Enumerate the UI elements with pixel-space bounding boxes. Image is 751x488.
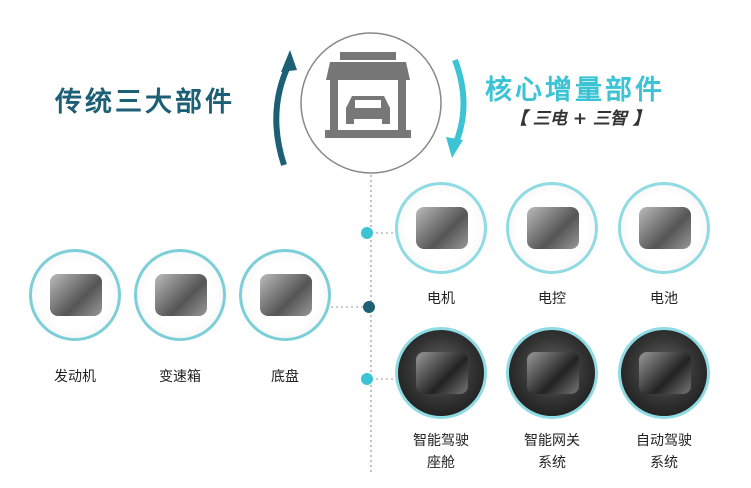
- battery-label: 电池: [650, 291, 678, 307]
- traditional-title: 传统三大部件: [55, 87, 235, 118]
- motor-label: 电机: [427, 291, 455, 307]
- autonomous-driving-image: [618, 327, 710, 419]
- smart-cockpit-label: 智能驾驶座舱: [413, 433, 469, 471]
- garage-car-icon: [325, 52, 411, 138]
- chassis-label: 底盘: [271, 369, 299, 385]
- smart-gateway-image: [506, 327, 598, 419]
- smart-cockpit-image: [395, 327, 487, 419]
- engine-label: 发动机: [54, 369, 96, 385]
- core-title: 核心增量部件: [485, 75, 665, 106]
- autonomous-driving-label: 自动驾驶系统: [636, 433, 692, 471]
- smart-gateway-label: 智能网关系统: [524, 433, 580, 471]
- connector-dot: [361, 227, 373, 239]
- engine-image: [29, 249, 121, 341]
- transmission-image: [134, 249, 226, 341]
- connector-dot: [363, 301, 375, 313]
- down-arrow-icon: [452, 58, 467, 147]
- chassis-image: [239, 249, 331, 341]
- controller-label: 电控: [538, 291, 566, 307]
- transmission-label: 变速箱: [159, 369, 201, 385]
- battery-image: [618, 182, 710, 274]
- motor-image: [395, 182, 487, 274]
- controller-image: [506, 182, 598, 274]
- up-arrow-icon: [273, 60, 293, 166]
- connector-dot: [361, 373, 373, 385]
- core-subtitle: 【 三电 + 三智 】: [510, 109, 650, 129]
